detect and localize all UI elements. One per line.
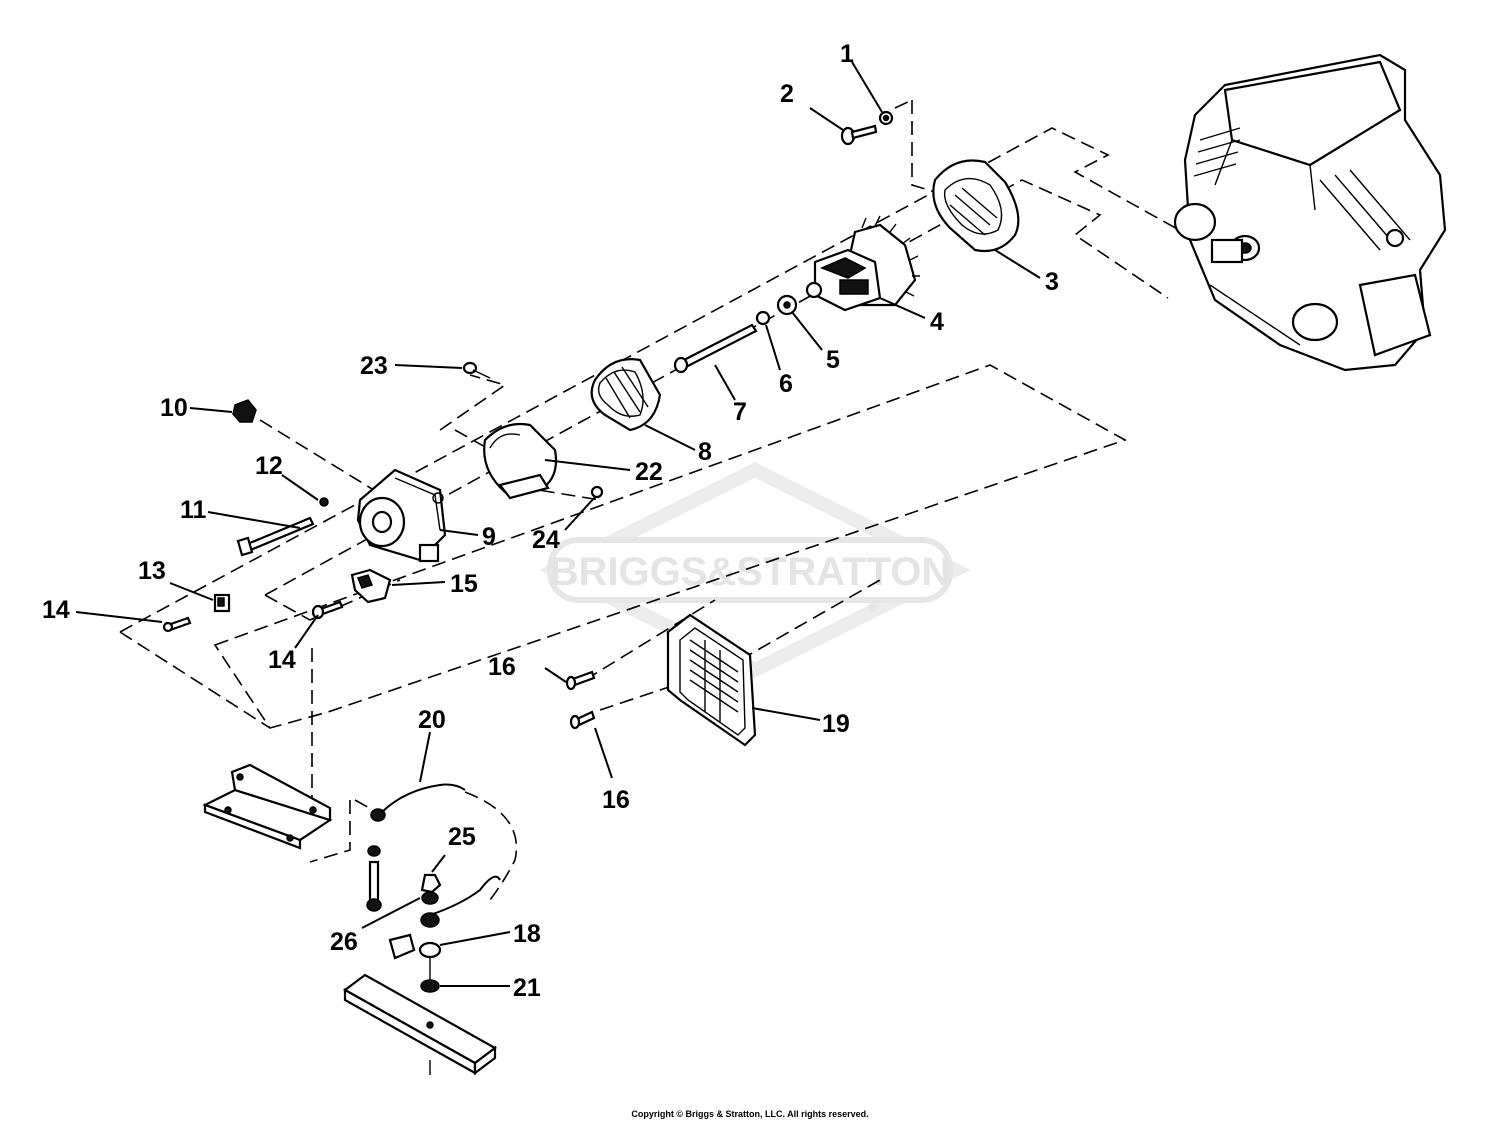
callout-26: 26 xyxy=(330,928,358,956)
callout-9: 9 xyxy=(482,523,496,551)
part-7-through-bolt xyxy=(673,323,758,374)
callout-18: 18 xyxy=(513,920,541,948)
callout-19: 19 xyxy=(822,710,850,738)
part-9-end-housing xyxy=(356,468,447,563)
callout-15: 15 xyxy=(450,570,478,598)
part-6-washer xyxy=(755,310,771,326)
callout-2: 2 xyxy=(780,80,794,108)
engine-assembly xyxy=(1173,53,1447,372)
leader-lines xyxy=(75,61,1041,987)
callout-5: 5 xyxy=(826,346,840,374)
part-13-clip xyxy=(213,593,231,613)
part-23-screw xyxy=(462,361,491,379)
brand-watermark: BRIGGS&STRATTON ® xyxy=(539,462,971,678)
part-16-screw-a xyxy=(565,670,596,691)
callout-21: 21 xyxy=(513,974,541,1002)
copyright-notice: Copyright © Briggs & Stratton, LLC. All … xyxy=(631,1109,869,1119)
callout-14-left: 14 xyxy=(42,596,70,624)
part-4-rotor-assembly xyxy=(805,215,920,312)
mounting-bracket xyxy=(202,763,333,850)
callout-24: 24 xyxy=(532,526,560,554)
callout-20: 20 xyxy=(418,706,446,734)
part-14-screw-a xyxy=(162,616,192,633)
callout-1: 1 xyxy=(840,40,854,68)
callout-7: 7 xyxy=(733,398,747,426)
watermark-registered: ® xyxy=(868,601,877,615)
part-14-screw-b xyxy=(311,600,344,620)
callout-12: 12 xyxy=(255,452,283,480)
part-2-screw xyxy=(840,124,878,146)
part-15-bracket xyxy=(350,568,392,604)
part-22-cover-band xyxy=(483,422,558,500)
part-11-bolt xyxy=(236,516,315,557)
callout-23: 23 xyxy=(360,352,388,380)
callout-8: 8 xyxy=(698,438,712,466)
part-1-washer xyxy=(878,110,894,126)
callout-13: 13 xyxy=(138,557,166,585)
watermark-text: BRIGGS&STRATTON xyxy=(550,550,951,594)
part-12-washer xyxy=(319,497,329,507)
part-24-screw xyxy=(590,485,604,499)
callout-6: 6 xyxy=(779,370,793,398)
part-5-washer xyxy=(776,294,798,316)
callout-16-lower: 16 xyxy=(602,786,630,814)
callout-4: 4 xyxy=(930,308,944,336)
assembly-guide-lines xyxy=(119,99,1216,901)
callout-14-middle: 14 xyxy=(268,646,296,674)
bottom-mounting-plate xyxy=(342,973,498,1076)
callout-3: 3 xyxy=(1045,268,1059,296)
part-19-grille-panel xyxy=(666,613,757,747)
callout-16-upper: 16 xyxy=(488,653,516,681)
part-3-stator-ring xyxy=(932,159,1020,253)
ground-hardware-stack xyxy=(366,845,442,993)
callout-10: 10 xyxy=(160,394,188,422)
callout-labels: 1 2 3 4 5 6 7 8 9 10 11 12 13 14 14 15 1… xyxy=(42,40,1059,1002)
part-10-nut xyxy=(232,399,257,423)
callout-22: 22 xyxy=(635,458,663,486)
part-16-screw-b xyxy=(569,710,596,730)
callout-25: 25 xyxy=(448,823,476,851)
part-8-coil xyxy=(590,358,662,432)
callout-11: 11 xyxy=(180,496,207,524)
part-20-ground-wire xyxy=(370,783,501,916)
